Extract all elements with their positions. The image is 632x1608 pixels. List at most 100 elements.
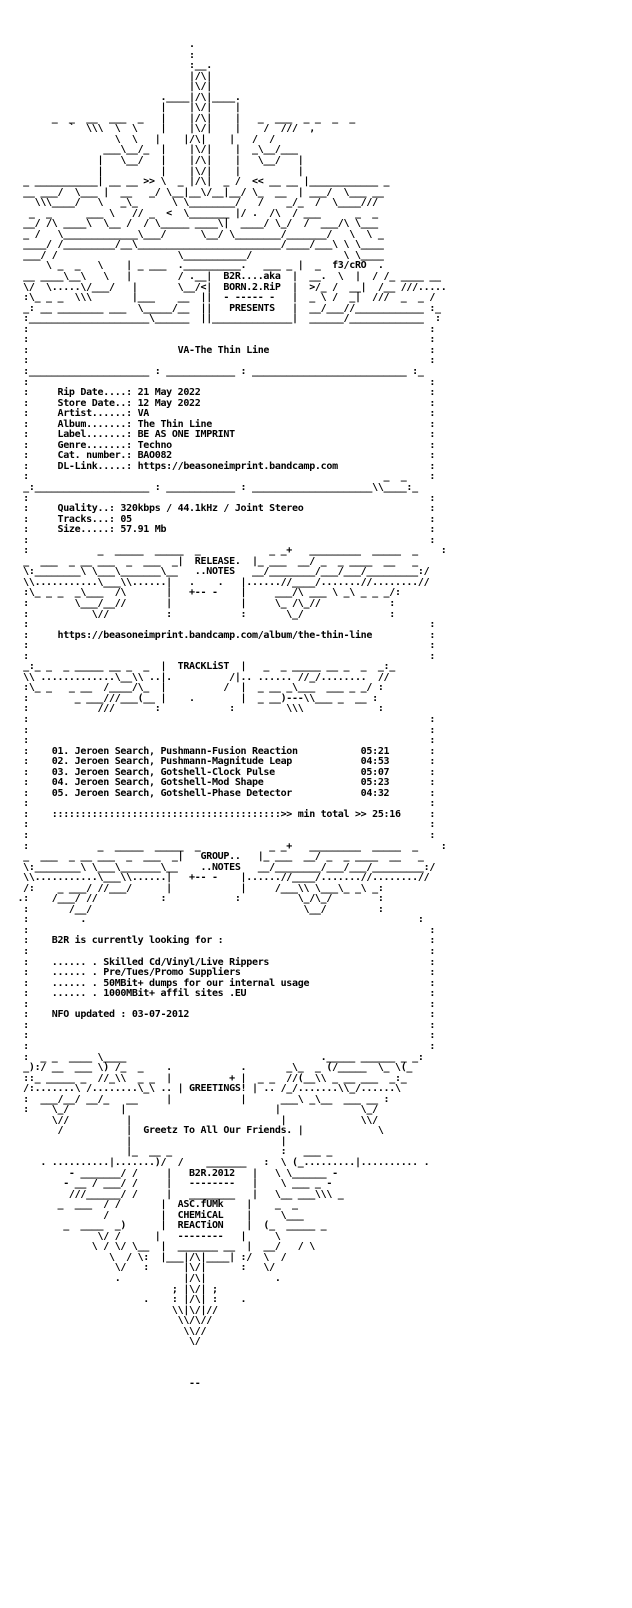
nfo-line: :\_ _ _ __ /____/\_ | / | _ __ _\___ ___… bbox=[6, 682, 384, 694]
nfo-line: ` \\\ \ \ | |\/| | / /// , bbox=[6, 123, 315, 135]
nfo-line: \:________\ \___\_______\__ ..NOTES __/_… bbox=[6, 861, 436, 873]
nfo-line: __ ___/ \___ | __ _/ \__|__\/__|__/ \_ _… bbox=[6, 186, 384, 198]
nfo-line: _ / \_____________\___/ \__/ \________/_… bbox=[6, 228, 384, 240]
nfo-line: \\|\/|// bbox=[6, 1304, 218, 1316]
nfo-line: : Cat. number.: BAO082 : bbox=[6, 450, 436, 462]
nfo-line: : _ _____ _____ _ _ _+ _________ _____ _… bbox=[6, 545, 447, 557]
nfo-line: _: __ ________ ___ \_____/__ || PRESENTS… bbox=[6, 302, 441, 314]
nfo-line: : : bbox=[6, 998, 436, 1010]
nfo-line: | | |\/| | | bbox=[6, 165, 304, 177]
nfo-line: |/\| bbox=[6, 70, 212, 82]
nfo-line: : : bbox=[6, 640, 436, 652]
nfo-line: \/ : |\/| : \/ bbox=[6, 1262, 275, 1274]
nfo-line: /: _ ___/ //___/ | | /___\\ \___\_ _\ _: bbox=[6, 882, 384, 894]
nfo-line: : Quality..: 320kbps / 44.1kHz / Joint S… bbox=[6, 503, 436, 515]
nfo-line: \\/\// bbox=[6, 1315, 213, 1327]
nfo-line: - _______/ / | B2R.2012 | \ \______ - bbox=[6, 1167, 338, 1179]
nfo-line: _ _ ___ \ // _ < \_______ |/ . /\ / ___ … bbox=[6, 207, 378, 219]
nfo-line: : Artist......: VA : bbox=[6, 408, 436, 420]
nfo-line: ::_ _____ _ //_\\ _ _ | + | _ _ //(__\\ … bbox=[6, 1072, 407, 1084]
nfo-line: : : bbox=[6, 1030, 436, 1042]
nfo-line: : \_/ | | \_/ bbox=[6, 1104, 378, 1116]
nfo-line: : : bbox=[6, 376, 436, 388]
nfo-line: : : bbox=[6, 798, 436, 810]
nfo-line: : : bbox=[6, 323, 436, 335]
nfo-line bbox=[6, 1358, 626, 1369]
nfo-line: _ _ __ ___ _ | |/\| | _ ___ _ _ _ _ bbox=[6, 112, 356, 124]
nfo-line: | \__/ | |/\| | \__/ | bbox=[6, 155, 304, 167]
nfo-line: : : bbox=[6, 714, 436, 725]
nfo-line: \ / \: |___|/\|____| :/ \ / bbox=[6, 1251, 287, 1263]
nfo-line: _ ___ _ __ ___ _ ___ _| GROUP.. |_ ___ _… bbox=[6, 851, 424, 863]
nfo-line: : ___/__/ __/_ __ | | ___\ _\__ ___ __ : bbox=[6, 1093, 390, 1105]
nfo-line: : : bbox=[6, 1019, 436, 1031]
nfo-line: :_____________________\______ ||________… bbox=[6, 313, 441, 325]
nfo-line: _):/ __ ___ \) /_ _ . . _\_ _ (/_____ \_… bbox=[6, 1062, 413, 1074]
nfo-line: : _ ___///___(__ | . | _ __)---\\___ _ _… bbox=[6, 692, 378, 704]
nfo-text-block: . : :__. |/\| |\/| .____|/\|____. bbox=[6, 0, 626, 1608]
nfo-line: : DL-Link.....: https://beasoneimprint.b… bbox=[6, 460, 436, 472]
nfo-line: |\/| bbox=[6, 81, 212, 93]
nfo-line: .____|/\|____. bbox=[6, 91, 241, 103]
nfo-line: _:____________________ : ____________ : … bbox=[6, 481, 418, 493]
nfo-line: \ / \/ \__ | _______ __ | __/ / \ bbox=[6, 1241, 315, 1253]
nfo-line: : VA-The Thin Line : bbox=[6, 344, 436, 356]
nfo-line: : _ _____ _____ _ _ _+ _________ _____ _… bbox=[6, 840, 447, 852]
nfo-line: \ \ | |/\| | / / bbox=[6, 133, 275, 145]
nfo-line: . |/\| . bbox=[6, 1272, 281, 1284]
nfo-line: : : bbox=[6, 355, 436, 367]
nfo-line: : : bbox=[6, 724, 436, 736]
nfo-line: :\_ _ _ _\___ /\ | +-- - | ___/\ ___ \ _… bbox=[6, 587, 401, 599]
nfo-line: : \// : : \_/ : bbox=[6, 608, 395, 620]
nfo-line: \\...........\___\\......| . . |......//… bbox=[6, 576, 430, 588]
nfo-line: /:.......\ /........\_\ .. | GREETINGS! … bbox=[6, 1083, 401, 1095]
nfo-line: : : bbox=[6, 334, 436, 346]
nfo-line: : _ _ ____ \____ ._____ ______ _ _: bbox=[6, 1051, 424, 1063]
nfo-line: : : bbox=[6, 1040, 436, 1052]
nfo-line: : : bbox=[6, 924, 436, 936]
nfo-line: \\...........\___\\......| +-- - |......… bbox=[6, 872, 430, 884]
nfo-line: : : bbox=[6, 735, 436, 747]
nfo-line: : 03. Jeroen Search, Gotshell-Clock Puls… bbox=[6, 766, 436, 778]
nfo-line: _:_ _ _ _____ __ _ _ | TRACKLiST | _ _ _… bbox=[6, 661, 395, 673]
nfo-line: : 01. Jeroen Search, Pushmann-Fusion Rea… bbox=[6, 745, 436, 757]
nfo-line: _ ____ _) | REACTiON | (_ _____ _ bbox=[6, 1220, 327, 1232]
nfo-line: : /// : : \\\ : bbox=[6, 703, 384, 715]
nfo-line: ///______/ / | ________ | \__ ___\\\ _ bbox=[6, 1188, 344, 1200]
nfo-line: . bbox=[6, 39, 195, 50]
nfo-line: : 04. Jeroen Search, Gotshell-Mod Shape … bbox=[6, 777, 436, 789]
nfo-line: : /__/ \__/ : bbox=[6, 903, 384, 915]
nfo-line: \ _ _ \ | _ ___ .__________. ___ _ | _ f… bbox=[6, 260, 384, 272]
nfo-line: \/ \.....\/___/ | \__/<| BORN.2.RiP | >/… bbox=[6, 281, 447, 293]
nfo-line: : Store Date..: 12 May 2022 : bbox=[6, 397, 436, 409]
nfo-line: __/ /\ ____\ \__ / / \_____ ____\| ____/… bbox=[6, 218, 378, 230]
nfo-line: : 02. Jeroen Search, Pushmann-Magnitude … bbox=[6, 756, 436, 768]
nfo-line: :_____________________ : ____________ : … bbox=[6, 365, 424, 377]
nfo-line: | |\/| | bbox=[6, 102, 241, 114]
nfo-line: __ ____\__\ \ | / .__| B2R....aka | __. … bbox=[6, 271, 441, 283]
nfo-line: \\// bbox=[6, 1325, 207, 1337]
nfo-line: : ...... . 50MBit+ dumps for our interna… bbox=[6, 977, 436, 989]
nfo-line: _ ___ _ __ ___ _ ___ _| RELEASE. |_ ___ … bbox=[6, 555, 418, 567]
nfo-line: . : |/\| : . bbox=[6, 1294, 247, 1306]
nfo-line: : Rip Date....: 21 May 2022 : bbox=[6, 387, 436, 399]
nfo-line: ___/ / \___________/ \ \____ bbox=[6, 249, 384, 261]
nfo-line: / | Greetz To All Our Friends. | \ bbox=[6, 1125, 384, 1137]
nfo-line: : Tracks...: 05 : bbox=[6, 513, 436, 525]
nfo-line: : ::::::::::::::::::::::::::::::::::::::… bbox=[6, 808, 436, 820]
nfo-line: : : bbox=[6, 830, 436, 842]
nfo-line: - __ / ___/ / | -------- | \ ___ _ - bbox=[6, 1178, 333, 1190]
nfo-line: : \___/__// | | \_ /\_// : bbox=[6, 597, 395, 609]
nfo-line: : 05. Jeroen Search, Gotshell-Phase Dete… bbox=[6, 787, 436, 799]
nfo-line: |_ __ _ : ___ _ bbox=[6, 1146, 333, 1158]
nfo-line: / | CHEMiCAL | \___ bbox=[6, 1209, 304, 1221]
nfo-line: .: /___/ // : : \_/\_/ : bbox=[6, 893, 384, 905]
nfo-line: : ...... . Skilled Cd/Vinyl/Live Rippers… bbox=[6, 956, 436, 968]
nfo-line: :__. bbox=[6, 60, 212, 72]
nfo-line: ; |\/| ; bbox=[6, 1283, 218, 1295]
nfo-line: \/ bbox=[6, 1336, 201, 1348]
nfo-line: : B2R is currently looking for : : bbox=[6, 935, 436, 947]
nfo-line: : : bbox=[6, 619, 436, 631]
nfo-line: : : bbox=[6, 946, 436, 958]
nfo-line: _ ___________| __ __ >> \ _ |/\| _ / << … bbox=[6, 176, 390, 188]
